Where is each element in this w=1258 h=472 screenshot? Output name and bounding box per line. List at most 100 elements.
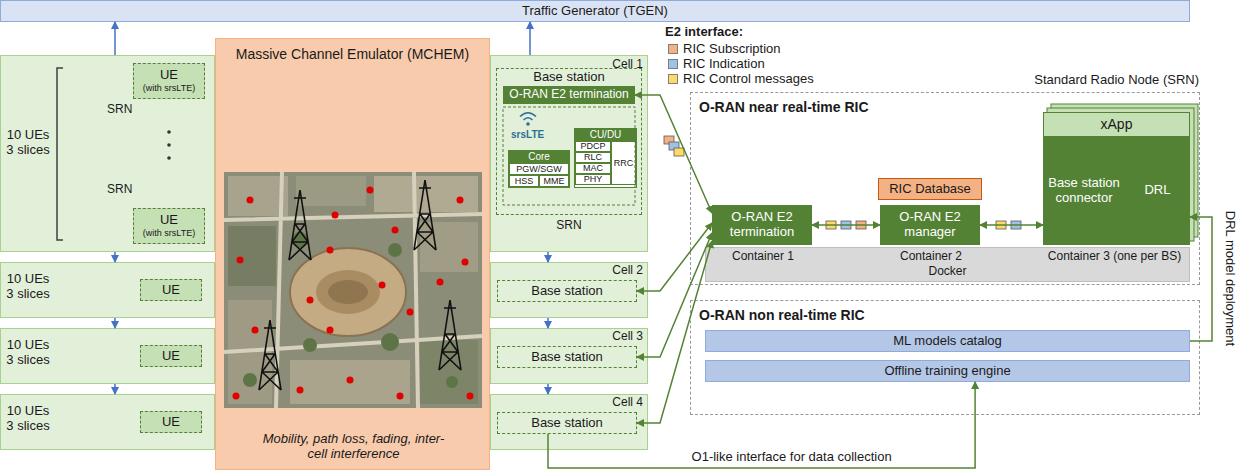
ue-box: UE: [140, 345, 202, 367]
box-label: HSS: [515, 177, 534, 186]
ue-dot: [252, 327, 259, 334]
city-roads: [224, 172, 482, 408]
box-label: CU/DU: [575, 129, 636, 141]
box-label: RLC: [584, 153, 602, 162]
box-label: UE: [160, 68, 178, 83]
ue-dot: [392, 227, 399, 234]
box-label: Massive Channel Emulator (MCHEM): [222, 46, 483, 62]
plain-label: SRN: [490, 219, 648, 233]
city-block: [228, 226, 276, 286]
box-label: Base station connector: [1044, 176, 1124, 206]
ue-group-box: 10 UEs 3 slices UE: [0, 262, 215, 318]
box-label: Base station: [531, 284, 603, 299]
city-block: [374, 176, 478, 212]
box-label: Base station: [497, 70, 641, 85]
docker-bar: Container 1Container 2Container 3 (one p…: [705, 247, 1190, 282]
legend-swatch: [668, 74, 678, 84]
ue-dot: [237, 257, 244, 264]
colosseum-arena: [328, 280, 368, 304]
ue-dot: [233, 393, 240, 400]
box-label: 10 UEs 3 slices: [3, 338, 53, 368]
core-function: PGW/SGW: [509, 163, 569, 175]
logo-arc: [520, 113, 536, 117]
box-label: Cell 4: [612, 396, 643, 410]
ue-dot: [247, 197, 254, 204]
ue-positions: [233, 187, 474, 400]
box-sublabel: Mobility, path loss, fading, inter-cell …: [261, 432, 446, 462]
cell-tower: [439, 300, 461, 370]
box-label: Offline training engine: [884, 364, 1010, 379]
connector: [637, 223, 712, 291]
box-sublabel: O-RAN near real-time RIC: [699, 99, 869, 115]
e2-termination-box: O-RAN E2 termination: [503, 86, 635, 104]
protocol-layer: RLC: [575, 152, 611, 163]
logo-dot: [526, 122, 530, 126]
ue-dot: [327, 327, 334, 334]
plain-label: SRN: [107, 183, 132, 197]
generator-bar: Traffic Generator (TGEN): [0, 0, 1190, 22]
box-label: xApp: [1044, 116, 1189, 132]
city-block: [228, 300, 272, 404]
box-label: UE: [162, 415, 180, 430]
box-label: UE: [160, 213, 178, 228]
legend-text: RIC Indication: [683, 57, 765, 72]
box-sublabel: Container 2: [881, 250, 981, 264]
ellipsis-dot: [167, 143, 171, 147]
box-label: Base station: [531, 416, 603, 431]
ue-dot: [332, 212, 339, 219]
cell-box: Cell 3Base station: [490, 328, 648, 384]
ue-dot: [379, 282, 386, 289]
catalog-box: ML models catalog: [705, 330, 1190, 352]
connector: [529, 22, 531, 55]
box-label: Cell 1: [612, 58, 643, 72]
cell-tower: [414, 180, 436, 250]
core-function: HSS: [509, 175, 539, 187]
cu-du-box: CU/DUPDCPRLCMACPHYRRC: [574, 128, 637, 188]
e2-message-icons: [664, 136, 1021, 229]
connector: [114, 318, 116, 328]
base-station-box: Base stationO-RAN E2 terminationCorePGW/…: [496, 68, 642, 215]
subscription-icon: [856, 221, 866, 229]
ue-bracket: [57, 68, 63, 240]
subscription-icon: [664, 136, 674, 144]
box-label: Traffic Generator (TGEN): [522, 4, 668, 19]
connector: [635, 95, 712, 213]
ellipsis-dot: [167, 156, 171, 160]
box-label: UE: [162, 349, 180, 364]
city-block: [296, 176, 366, 206]
connector-box: Base station connector: [1043, 136, 1125, 245]
connector: [812, 224, 880, 226]
legend-text: RIC Control messages: [683, 72, 814, 87]
box-label: O-RAN E2 manager: [881, 210, 979, 240]
protocol-layer: MAC: [575, 163, 611, 174]
connector: [548, 382, 975, 468]
plain-label: E2 interface:: [665, 25, 743, 40]
box-label: 10 UEs 3 slices: [3, 272, 53, 302]
city-aerial-map: [224, 172, 482, 408]
plain-label: srsLTE: [511, 129, 544, 141]
box-label: ML models catalog: [893, 334, 1002, 349]
cell-tower: [259, 320, 281, 390]
edge-label: DRL model deployment: [1222, 209, 1237, 348]
core-box: CorePGW/SGWHSSMME: [508, 150, 570, 188]
connector: [547, 384, 549, 394]
ue-dot: [347, 377, 354, 384]
ue-box: UE: [140, 279, 202, 301]
box-sublabel: (with srsLTE): [143, 83, 195, 93]
tree: [446, 376, 458, 388]
box-label: Base station: [531, 350, 603, 365]
ue-box: UE(with srsLTE): [133, 63, 205, 99]
connector: [980, 224, 1043, 226]
box-label: Core: [509, 151, 569, 163]
protocol-layer: RRC: [611, 141, 636, 185]
legend-text: RIC Subscription: [683, 42, 781, 57]
control-icon: [826, 221, 836, 229]
ue-dot: [462, 259, 469, 266]
box-label: MAC: [583, 164, 603, 173]
ue-dot: [407, 309, 414, 316]
city-block: [290, 360, 410, 404]
ue-box: UE(with srsLTE): [133, 208, 205, 244]
plain-label: SRN: [107, 103, 132, 117]
connector: [637, 233, 712, 357]
edge-label: O1-like interface for data collection: [690, 450, 894, 465]
